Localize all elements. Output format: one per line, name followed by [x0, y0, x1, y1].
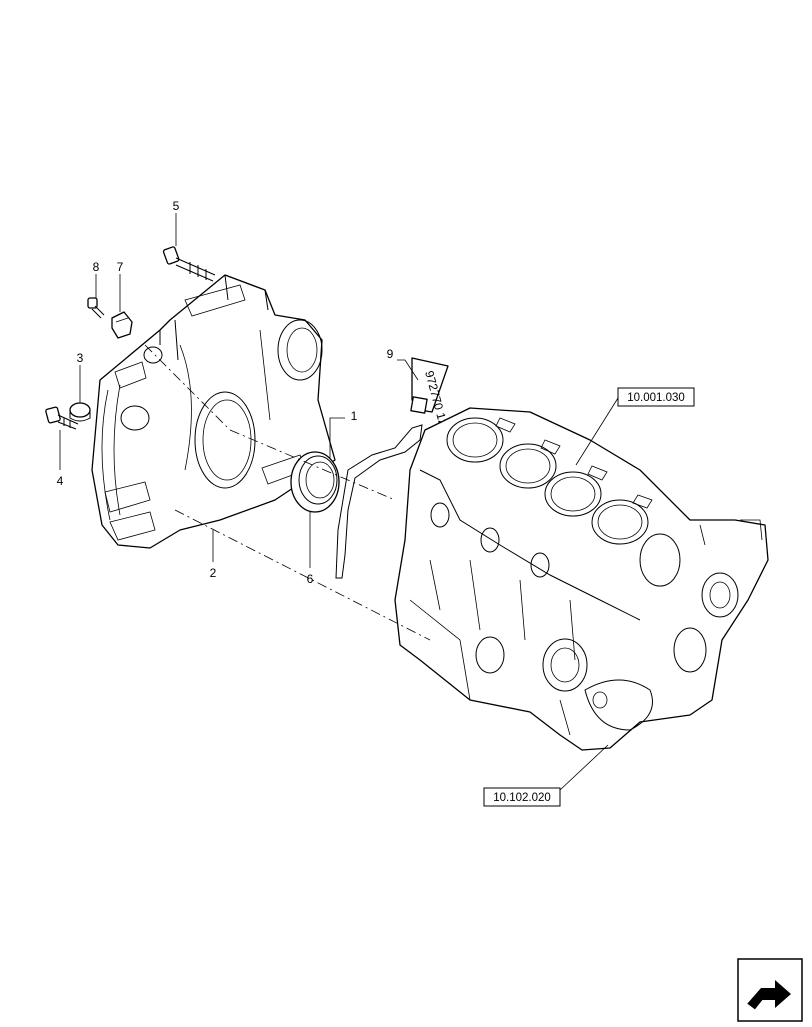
callout-6: 6 — [307, 572, 314, 586]
callout-5: 5 — [173, 199, 180, 213]
callout-8: 8 — [93, 260, 100, 274]
small-screw — [87, 297, 105, 319]
callout-labels: 5 8 7 3 4 2 1 6 9 — [57, 199, 394, 586]
callout-9: 9 — [387, 347, 394, 361]
flywheel-housing — [91, 274, 336, 549]
housing-bolt — [162, 246, 216, 282]
callout-4: 4 — [57, 474, 64, 488]
exploded-parts-diagram: 972770 1207F — [45, 199, 769, 807]
cover-bolt — [45, 406, 79, 430]
reference-lower[interactable]: 10.102.020 — [483, 787, 561, 807]
reference-upper[interactable]: 10.001.030 — [617, 387, 695, 407]
callout-2: 2 — [210, 566, 217, 580]
engine-block — [394, 407, 769, 751]
reference-upper-label: 10.001.030 — [627, 392, 685, 404]
plug — [69, 402, 91, 422]
callout-3: 3 — [77, 351, 84, 365]
fitting — [111, 311, 133, 339]
crankshaft-seal — [290, 451, 340, 513]
alignment-lines — [144, 344, 431, 641]
housing-gasket — [335, 424, 423, 579]
callout-1: 1 — [351, 409, 358, 423]
callout-leaders — [59, 213, 619, 791]
next-page-arrow-icon — [737, 958, 803, 1022]
reference-lower-label: 10.102.020 — [493, 792, 551, 804]
callout-7: 7 — [117, 260, 124, 274]
next-page-button[interactable] — [737, 958, 803, 1022]
